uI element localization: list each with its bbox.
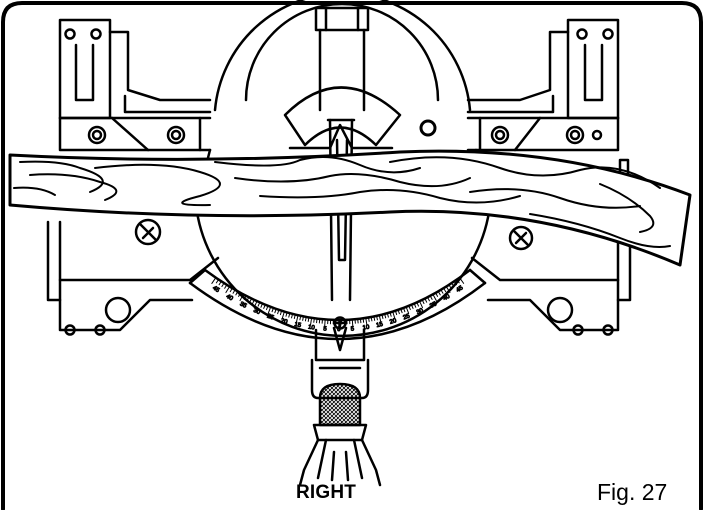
- scale-tick: [226, 287, 230, 293]
- scale-number: 5: [351, 326, 355, 332]
- miter-handle-lower: [300, 425, 380, 485]
- scale-tick: [433, 294, 436, 300]
- scale-tick: [363, 318, 364, 322]
- scale-number: 45: [456, 285, 465, 294]
- scale-tick: [268, 307, 270, 314]
- scale-tick: [305, 317, 306, 321]
- bevel-screw-right: [510, 227, 532, 249]
- figure-number: Fig. 27: [597, 479, 667, 506]
- scale-number: 5: [323, 326, 327, 332]
- scale-tick: [406, 307, 409, 314]
- bevel-screw-left: [136, 220, 160, 244]
- scale-tick: [308, 317, 309, 321]
- miter-knob: [320, 384, 360, 425]
- saw-handle-top: [316, 8, 368, 110]
- scale-tick: [420, 301, 423, 307]
- scale-tick: [212, 278, 216, 284]
- direction-label-right: RIGHT: [296, 482, 356, 504]
- fence-left: [60, 20, 210, 150]
- scale-tick: [314, 318, 315, 322]
- base-left: [48, 222, 218, 335]
- scale-number: 10: [308, 325, 316, 332]
- figure-frame: [3, 3, 701, 509]
- scale-number: 15: [376, 322, 384, 329]
- fence-right: [468, 20, 618, 150]
- scale-tick: [325, 319, 326, 326]
- scale-number: 35: [239, 301, 248, 310]
- scale-number: 30: [416, 308, 425, 316]
- scale-tick: [352, 319, 353, 326]
- scale-tick: [368, 317, 369, 321]
- scale-number: 45: [211, 285, 220, 294]
- scale-number: 40: [225, 294, 234, 303]
- scale-number: 25: [266, 313, 275, 321]
- scale-tick: [460, 278, 464, 284]
- scale-number: 30: [252, 308, 261, 316]
